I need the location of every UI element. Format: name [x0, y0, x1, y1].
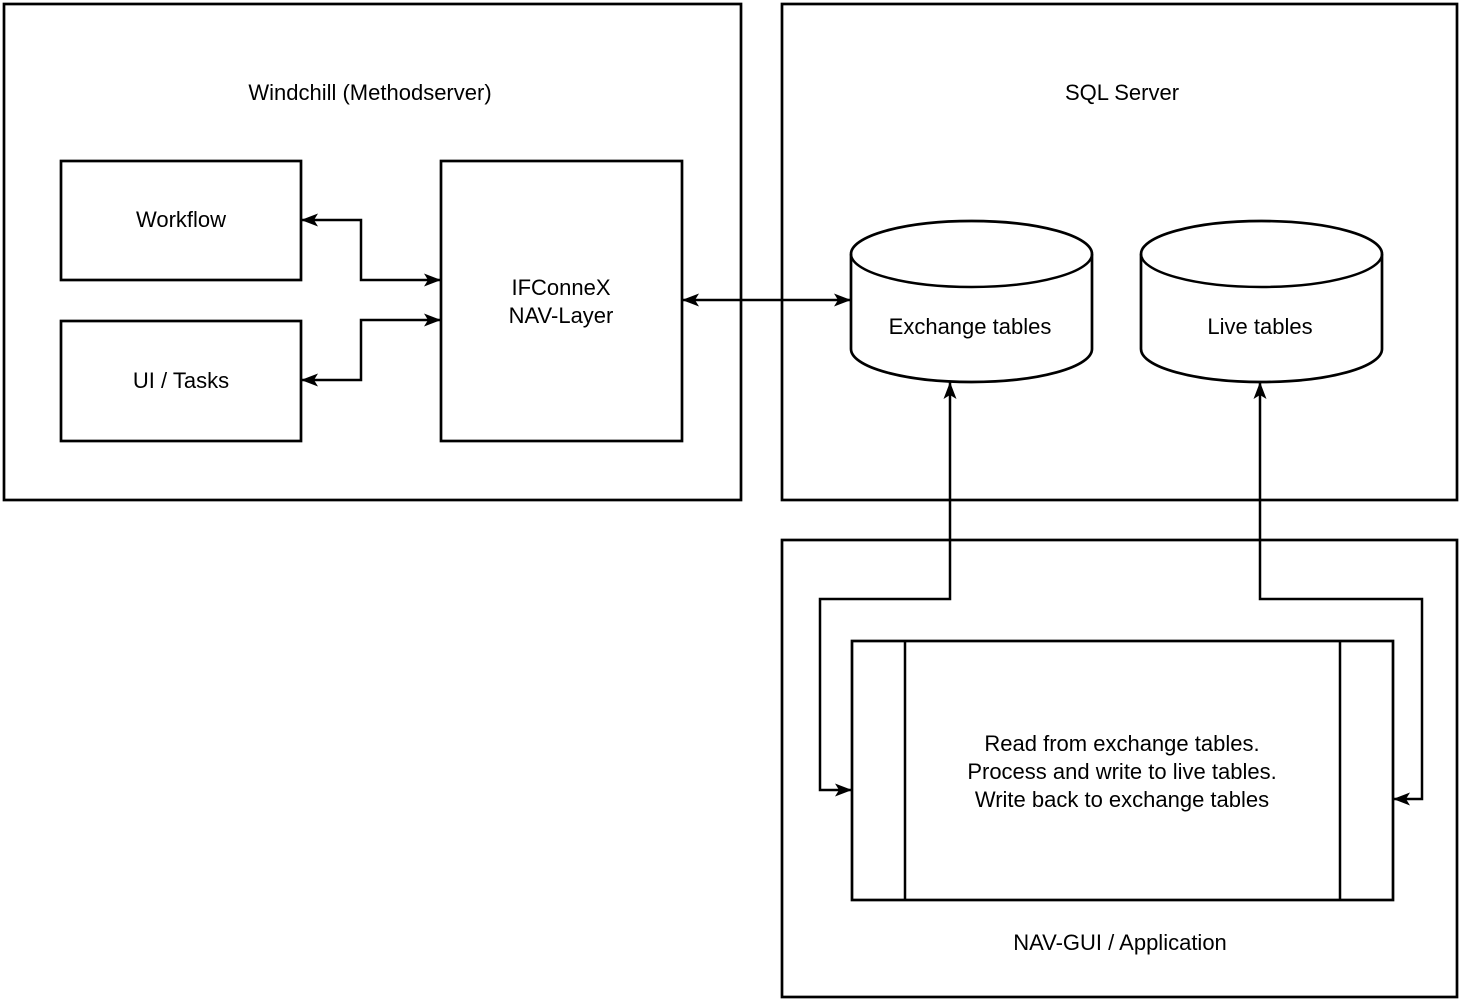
workflow-label: Workflow [135, 207, 227, 232]
live-tables-cylinder [1139, 219, 1384, 384]
process-label-line2: Process and write to live tables. [967, 759, 1277, 784]
live-tables-label: Live tables [1207, 314, 1313, 339]
sql-server-title: SQL Server [1064, 80, 1180, 105]
ui-tasks-label: UI / Tasks [132, 368, 230, 393]
live-cylinder-top-rim [1139, 253, 1384, 289]
ifconnex-label-line2: NAV-Layer [508, 303, 614, 328]
process-box-label: Read from exchange tables. Process and w… [967, 730, 1276, 814]
exchange-tables-cylinder [849, 219, 1094, 384]
connector-workflow-ifconnex [301, 213, 441, 287]
exchange-cylinder-top-rim [849, 253, 1094, 289]
connector-exchange-tables-process-box [818, 382, 957, 797]
ifconnex-nav-layer-label: IFConneX NAV-Layer [509, 274, 614, 330]
exchange-cylinder-body [849, 219, 1094, 384]
ifconnex-label-line1: IFConneX [511, 275, 611, 300]
windchill-title: Windchill (Methodserver) [248, 80, 492, 105]
ui-tasks-box [59, 319, 303, 443]
connector-ui-tasks-ifconnex [301, 313, 441, 387]
process-label-line3: Write back to exchange tables [974, 787, 1270, 812]
process-label-line1: Read from exchange tables. [984, 731, 1260, 756]
ifconnex-nav-layer-box [439, 159, 684, 443]
connector-live-tables-process-box [1253, 382, 1424, 806]
exchange-tables-label: Exchange tables [888, 314, 1052, 339]
live-cylinder-body [1139, 219, 1384, 384]
nav-gui-title: NAV-GUI / Application [1013, 930, 1227, 955]
